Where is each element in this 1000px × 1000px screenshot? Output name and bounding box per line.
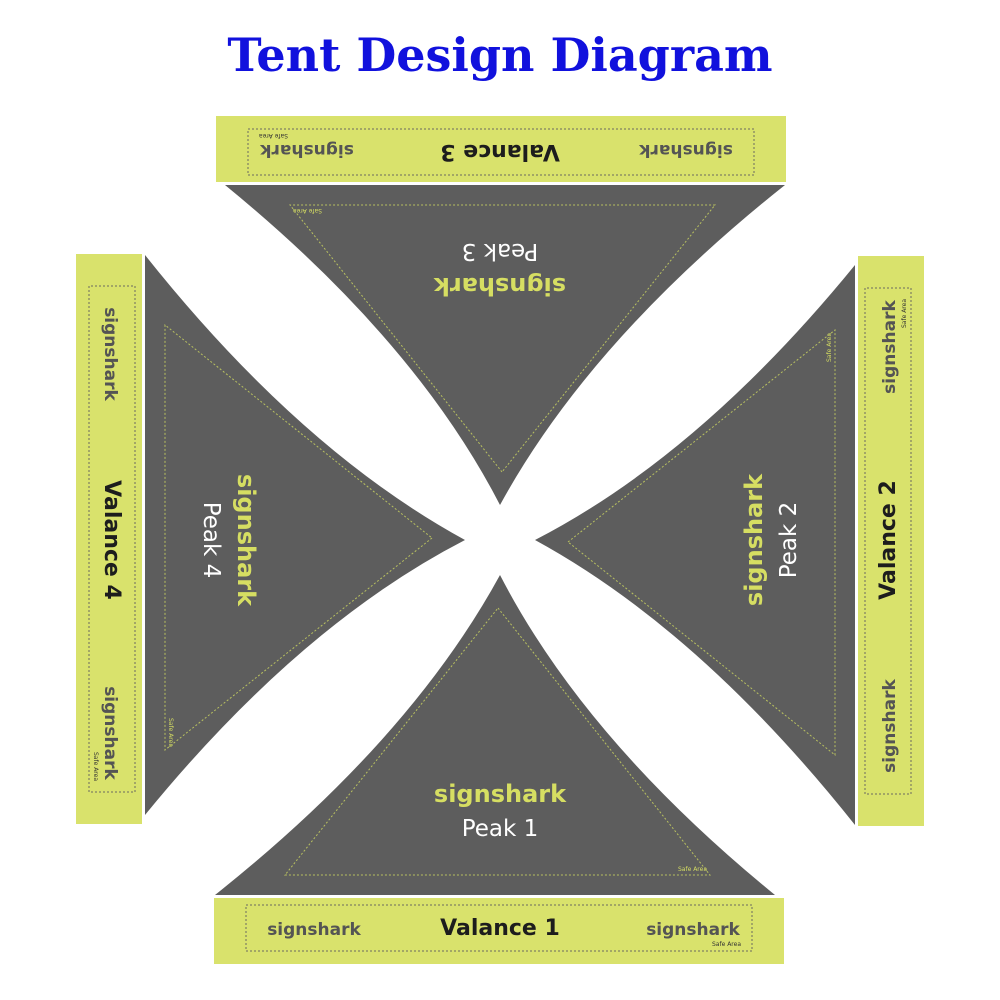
peak-4-safe-area: Safe Area (167, 718, 174, 747)
panel-4: signshark Peak 4 Safe Area signshark Val… (76, 254, 465, 824)
valance-3-brand-left: signshark (639, 140, 733, 160)
valance-3-panel (216, 116, 786, 182)
valance-1-brand-right: signshark (646, 920, 740, 940)
valance-3-brand-right: signshark (260, 140, 354, 160)
valance-3-safe-area: Safe Area (259, 132, 288, 139)
valance-2-label: Valance 2 (876, 480, 901, 600)
panel-3: signshark Peak 3 Safe Area signshark Val… (216, 116, 786, 505)
valance-4-brand-left: signshark (100, 307, 120, 401)
peak-1-label: Peak 1 (462, 816, 539, 842)
valance-1-brand-left: signshark (267, 920, 361, 940)
valance-4-brand-right: signshark (100, 686, 120, 780)
peak-4-label: Peak 4 (198, 502, 224, 579)
peak-1-safe-area: Safe Area (678, 866, 707, 873)
valance-3-label: Valance 3 (440, 139, 560, 164)
peak-1-brand: signshark (434, 780, 567, 808)
peak-3-panel (225, 185, 785, 505)
valance-2-brand-right: signshark (880, 300, 900, 394)
valance-4-safe-area: Safe Area (92, 752, 99, 781)
peak-2-label: Peak 2 (776, 502, 802, 579)
valance-4-panel (76, 254, 142, 824)
panel-1: signshark Peak 1 Safe Area signshark Val… (214, 575, 784, 964)
peak-3-safe-area: Safe Area (293, 207, 322, 214)
peak-4-panel (145, 255, 465, 815)
peak-3-brand: signshark (433, 272, 566, 300)
peak-3-label: Peak 3 (462, 238, 539, 264)
valance-1-label: Valance 1 (440, 916, 560, 941)
peak-2-panel (535, 265, 855, 825)
page-title: Tent Design Diagram (227, 28, 773, 82)
peak-1-panel (215, 575, 775, 895)
valance-4-label: Valance 4 (99, 480, 124, 600)
valance-1-panel (214, 898, 784, 964)
valance-2-brand-left: signshark (880, 679, 900, 773)
valance-2-safe-area: Safe Area (901, 299, 908, 328)
valance-2-panel (858, 256, 924, 826)
valance-1-safe-area: Safe Area (712, 941, 741, 948)
panel-2: signshark Peak 2 Safe Area signshark Val… (535, 256, 924, 826)
peak-2-safe-area: Safe Area (826, 333, 833, 362)
peak-2-brand: signshark (740, 473, 768, 606)
peak-4-brand: signshark (232, 474, 260, 607)
